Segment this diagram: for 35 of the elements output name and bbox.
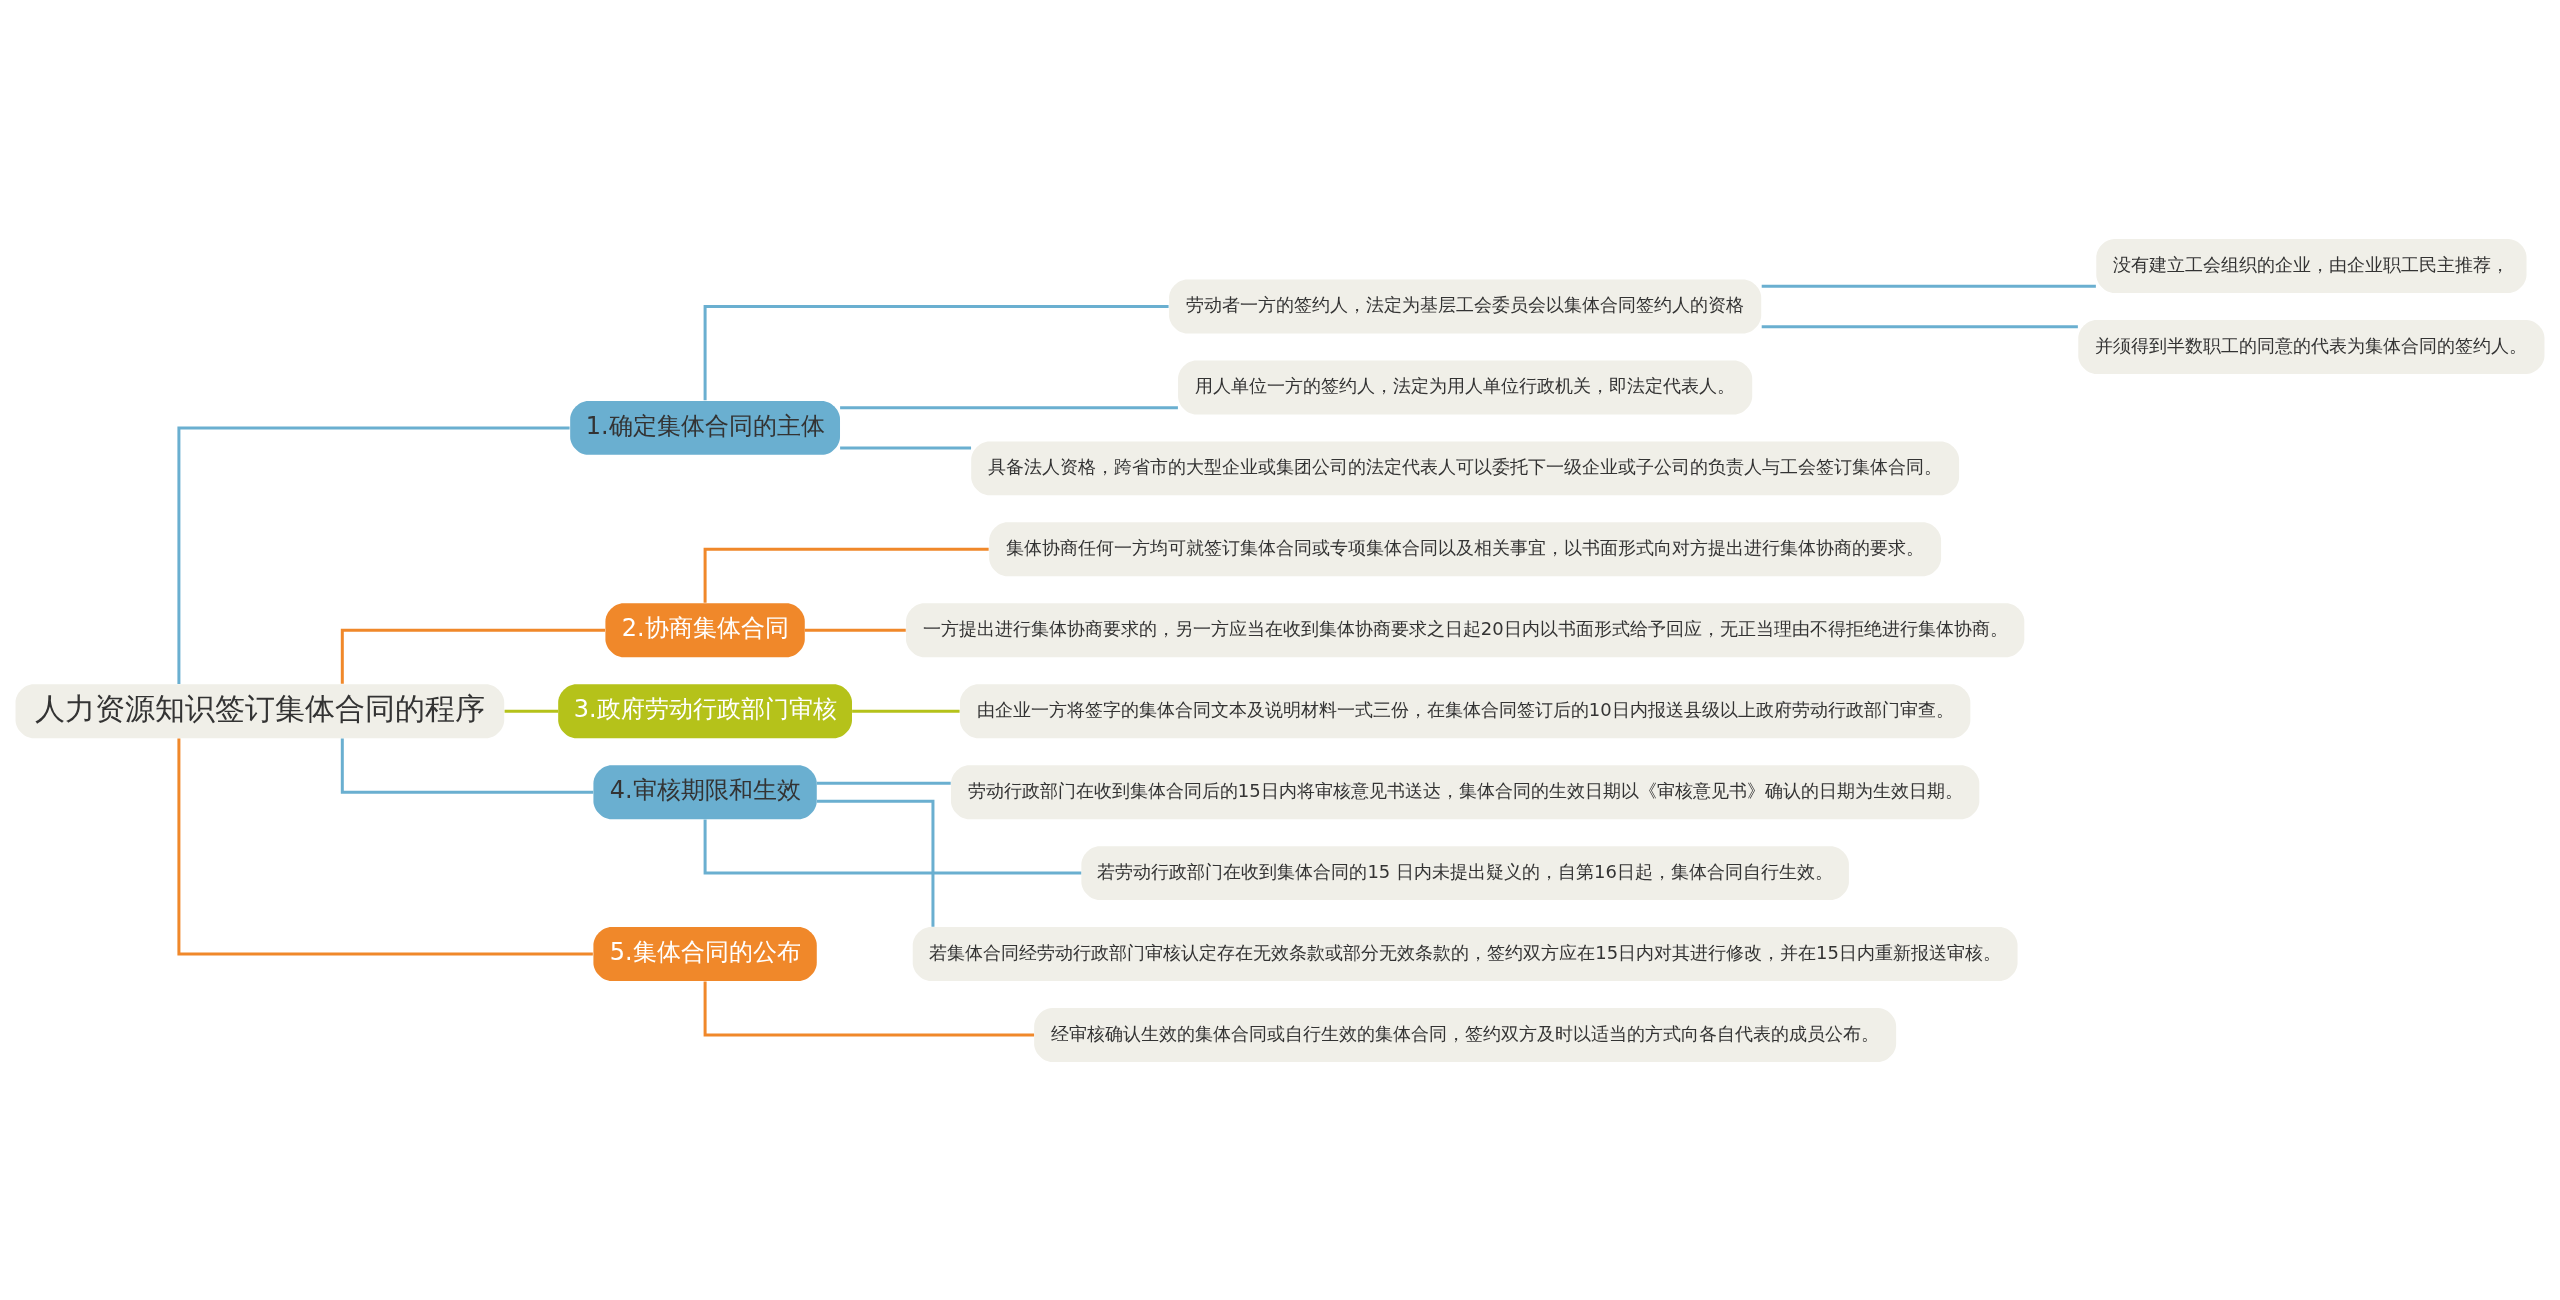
node-box: 并须得到半数职工的同意的代表为集体合同的签约人。 (2078, 319, 2545, 374)
node-box: 2.协商集体合同 (605, 602, 805, 657)
node-box: 具备法人资格，跨省市的大型企业或集团公司的法定代表人可以委托下一级企业或子公司的负责人与工会签订集体合同。 (971, 440, 1960, 495)
connector (852, 709, 960, 713)
node-box: 一方提出进行集体协商要求的，另一方应当在收到集体协商要求之日起20日内以书面形式给予回应，无正当理由不得拒绝进行集体协商。 (905, 602, 2025, 657)
connector (703, 819, 1082, 875)
node-box: 5.集体合同的公布 (593, 926, 817, 981)
connector (703, 304, 1169, 400)
node-box: 由企业一方将签字的集体合同文本及说明材料一式三份，在集体合同签订后的10日内报送县级以上政府劳动行政部门审查。 (959, 683, 1971, 738)
connector (1761, 324, 2078, 328)
connector (177, 738, 593, 956)
connector (840, 446, 972, 450)
node-box: 没有建立工会组织的企业，由企业职工民主推荐， (2096, 238, 2527, 293)
connector (340, 628, 605, 684)
connector (504, 709, 559, 713)
connector (703, 547, 989, 603)
connector (817, 799, 935, 927)
node-box: 用人单位一方的签约人，法定为用人单位行政机关，即法定代表人。 (1178, 359, 1753, 414)
node-box: 若集体合同经劳动行政部门审核认定存在无效条款或部分无效条款的，签约双方应在15日内对其进行修改，并在15日内重新报送审核。 (912, 926, 2018, 981)
connector (1761, 284, 2096, 288)
node-box: 集体协商任何一方均可就签订集体合同或专项集体合同以及相关事宜，以书面形式向对方提出进行集体协商的要求。 (989, 521, 1942, 576)
connector (804, 628, 906, 632)
node-box: 3.政府劳动行政部门审核 (558, 683, 852, 738)
node-box: 劳动行政部门在收到集体合同后的15日内将审核意见书送达，集体合同的生效日期以《审核意见书》确认的日期为生效日期。 (950, 764, 1980, 819)
node-box: 4.审核期限和生效 (593, 764, 817, 819)
node-box: 劳动者一方的签约人，法定为基层工会委员会以集体合同签约人的资格 (1169, 278, 1762, 333)
connector (816, 781, 951, 785)
node-box: 1.确定集体合同的主体 (570, 400, 840, 455)
node-box: 若劳动行政部门在收到集体合同的15 日内未提出疑义的，自第16日起，集体合同自行生效。 (1081, 845, 1849, 900)
connector (340, 738, 594, 794)
node-box: 经审核确认生效的集体合同或自行生效的集体合同，签约双方及时以适当的方式向各自代表的成员公布。 (1034, 1007, 1897, 1062)
connector (177, 425, 570, 684)
connector (840, 405, 1178, 409)
node-box: 人力资源知识签订集体合同的程序 (15, 683, 505, 738)
connector (703, 980, 1035, 1036)
